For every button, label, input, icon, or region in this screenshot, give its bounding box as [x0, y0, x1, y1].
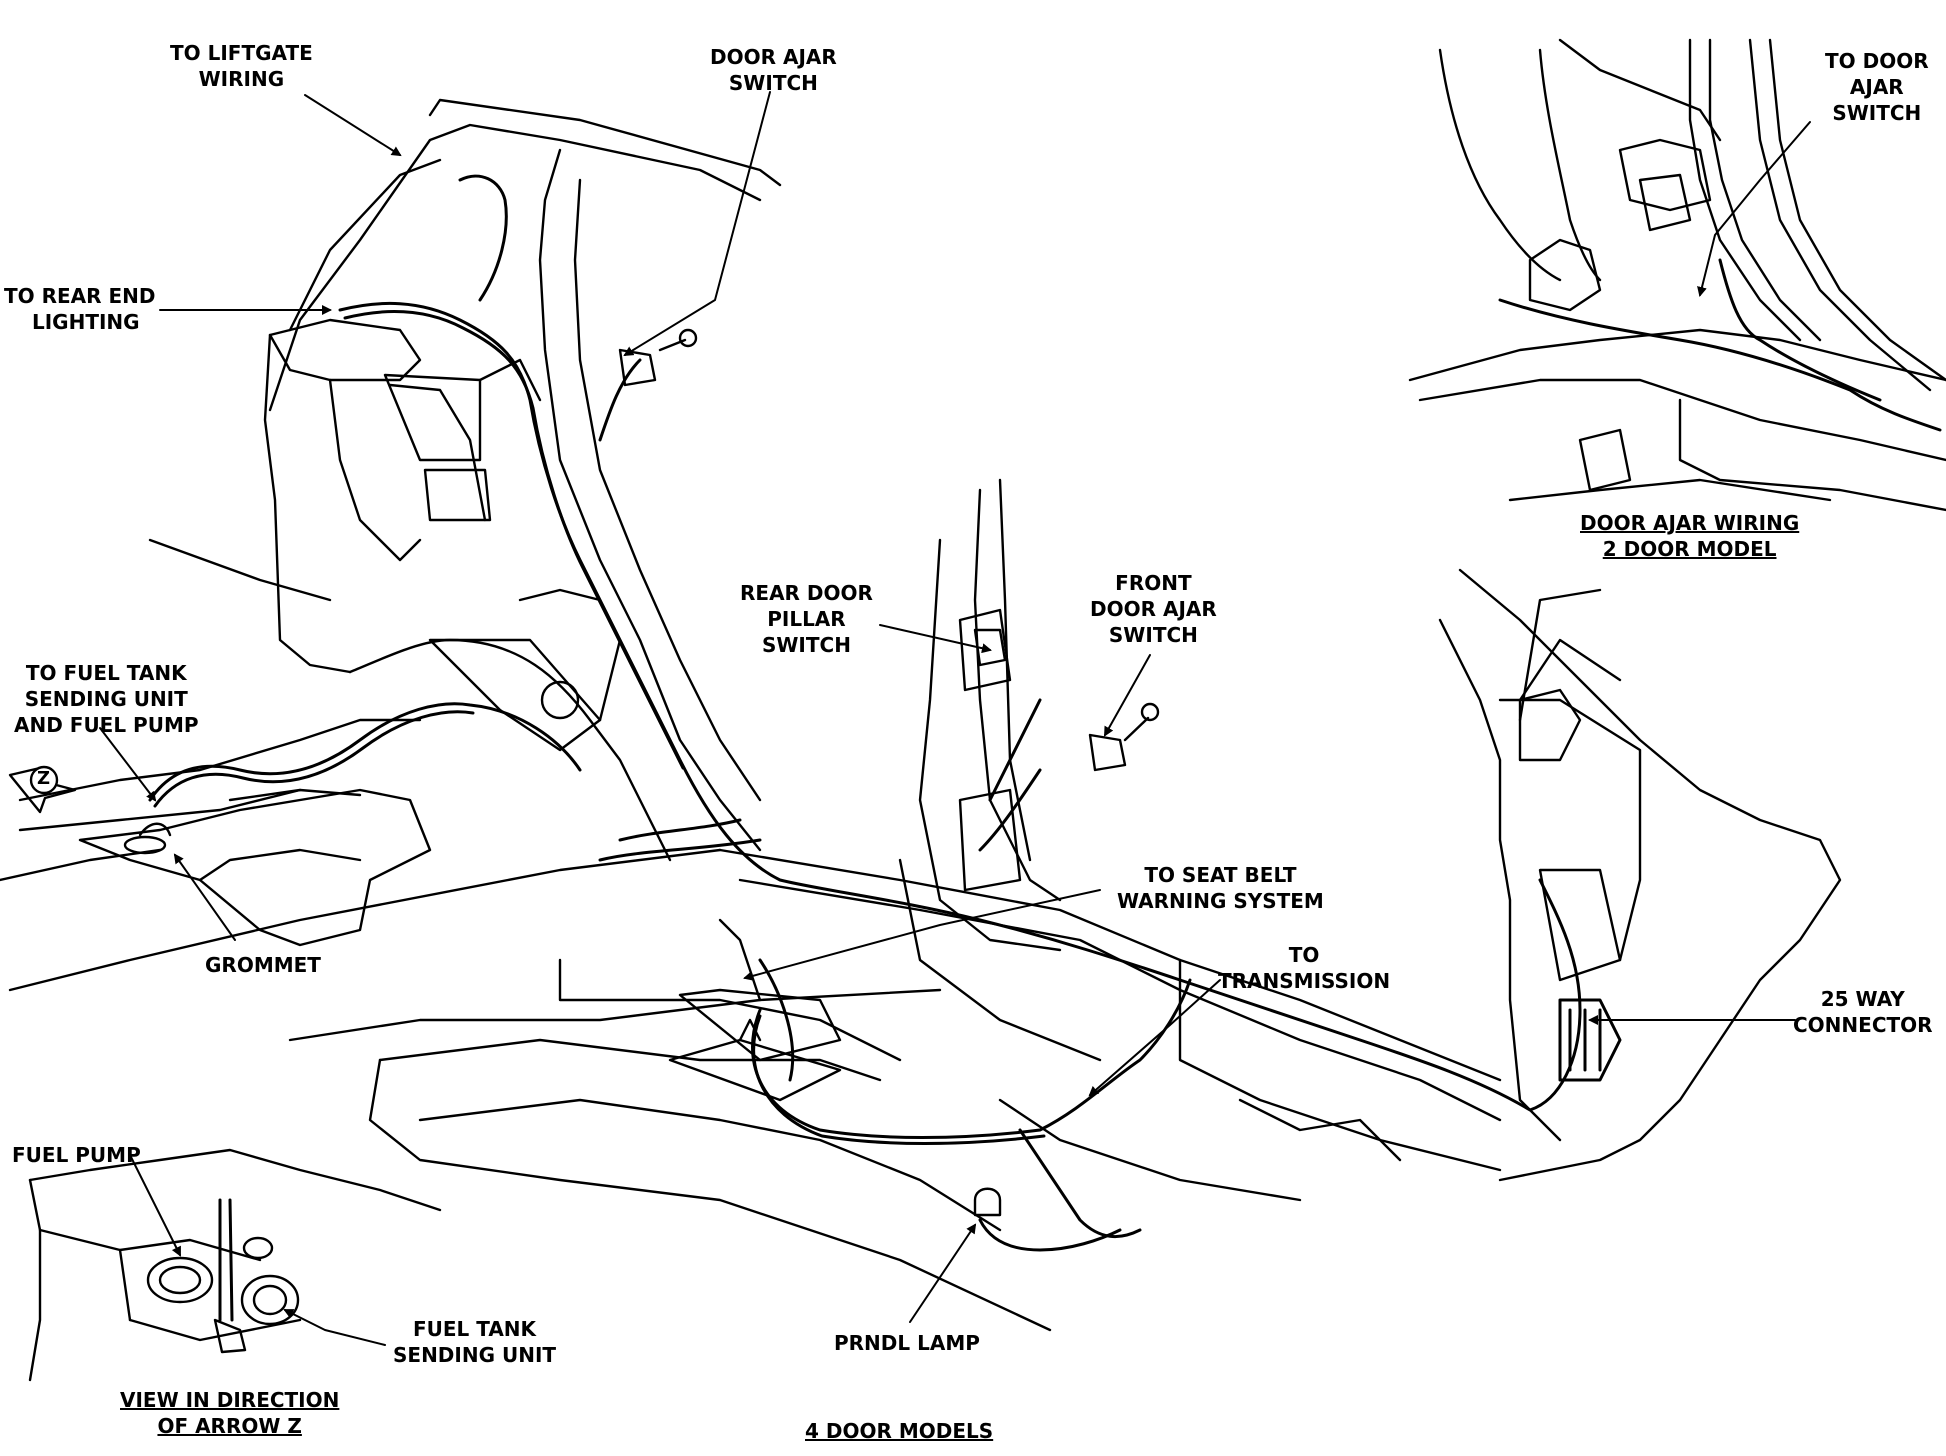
caption-line: DOOR AJAR WIRING: [1580, 511, 1800, 535]
label-line: FRONT: [1115, 571, 1192, 595]
label-line: WIRING: [198, 67, 285, 91]
label-prndl-lamp: PRNDL LAMP: [834, 1331, 980, 1355]
arrow-z-marker: [8, 765, 77, 814]
inset-arrow-z-drawing: [28, 1148, 442, 1382]
label-line: LIGHTING: [32, 310, 140, 334]
label-grommet: GROMMET: [205, 953, 321, 977]
inset-2door-caption: DOOR AJAR WIRING 2 DOOR MODEL: [1580, 510, 1799, 562]
label-to-rear-end-lighting: TO REAR END LIGHTING: [4, 283, 156, 335]
label-line: AJAR: [1849, 75, 1904, 99]
wiring-harness: [148, 174, 1622, 1252]
label-line: DOOR AJAR: [1090, 597, 1217, 621]
label-line: SWITCH: [728, 71, 818, 95]
label-line: TO SEAT BELT: [1144, 863, 1297, 887]
label-line: WARNING SYSTEM: [1117, 889, 1324, 913]
label-line: TO: [1288, 943, 1320, 967]
caption-line: OF ARROW Z: [157, 1414, 302, 1438]
label-to-seat-belt-warning-system: TO SEAT BELT WARNING SYSTEM: [1117, 862, 1324, 914]
label-line: TO FUEL TANK: [25, 661, 187, 685]
inset-2door-drawing: [1408, 38, 1946, 512]
label-front-door-ajar-switch: FRONT DOOR AJAR SWITCH: [1090, 570, 1217, 648]
label-line: DOOR AJAR: [710, 45, 837, 69]
label-line: TO REAR END: [4, 284, 156, 308]
label-door-ajar-switch: DOOR AJAR SWITCH: [710, 44, 837, 96]
label-to-transmission: TO TRANSMISSION: [1218, 942, 1390, 994]
label-line: TO DOOR: [1825, 49, 1929, 73]
label-line: AND FUEL PUMP: [14, 713, 199, 737]
label-line: SENDING UNIT: [24, 687, 188, 711]
label-to-liftgate-wiring: TO LIFTGATE WIRING: [170, 40, 313, 92]
label-line: REAR DOOR: [740, 581, 873, 605]
label-to-fuel-tank-sending-unit: TO FUEL TANK SENDING UNIT AND FUEL PUMP: [14, 660, 199, 738]
label-line: SWITCH: [1108, 623, 1198, 647]
label-line: 25 WAY: [1820, 987, 1905, 1011]
label-line: CONNECTOR: [1793, 1013, 1933, 1037]
main-caption: 4 DOOR MODELS: [805, 1419, 994, 1443]
caption-line: 2 DOOR MODEL: [1602, 537, 1777, 561]
label-line: SENDING UNIT: [393, 1343, 557, 1367]
label-line: SWITCH: [1832, 101, 1922, 125]
switch-parts: [138, 328, 1160, 1217]
inset-arrow-z-caption: VIEW IN DIRECTION OF ARROW Z: [120, 1387, 339, 1439]
arrow-z-label: Z: [37, 768, 51, 789]
label-25-way-connector: 25 WAY CONNECTOR: [1793, 986, 1933, 1038]
label-line: SWITCH: [761, 633, 851, 657]
label-line: PILLAR: [767, 607, 846, 631]
label-to-door-ajar-switch: TO DOOR AJAR SWITCH: [1825, 48, 1929, 126]
label-line: FUEL TANK: [412, 1317, 537, 1341]
label-line: TRANSMISSION: [1218, 969, 1391, 993]
caption-line: VIEW IN DIRECTION: [120, 1388, 340, 1412]
label-fuel-tank-sending-unit: FUEL TANK SENDING UNIT: [393, 1316, 556, 1368]
body-outline: [0, 98, 1842, 1332]
leader-lines: [99, 91, 1811, 1346]
label-line: TO LIFTGATE: [170, 41, 313, 65]
label-fuel-pump: FUEL PUMP: [12, 1143, 141, 1167]
label-rear-door-pillar-switch: REAR DOOR PILLAR SWITCH: [740, 580, 873, 658]
